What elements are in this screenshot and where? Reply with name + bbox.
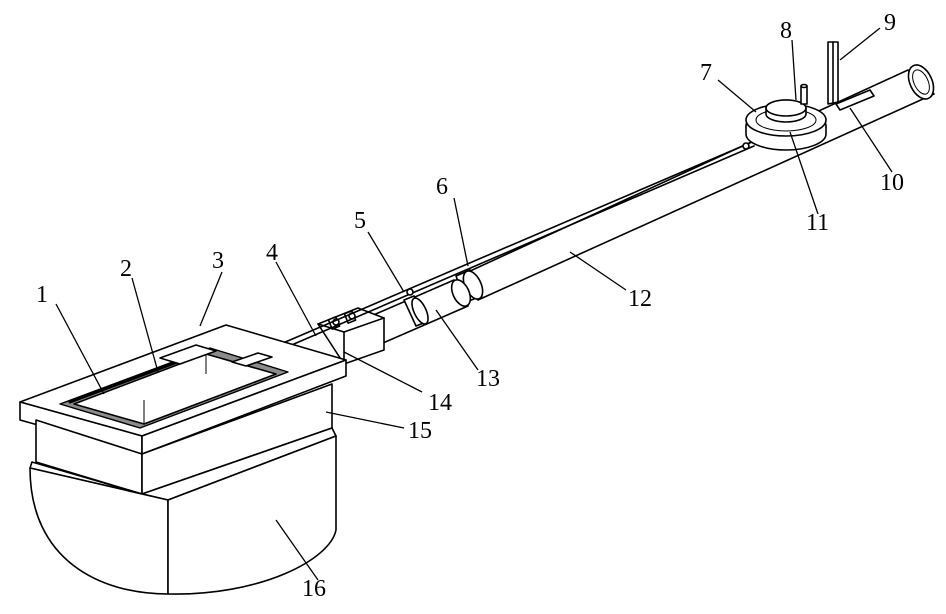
pulley-handle: [800, 83, 808, 105]
label-7: 7: [700, 60, 712, 86]
label-4: 4: [266, 240, 278, 266]
pull-wire: [275, 141, 755, 351]
label-15: 15: [408, 418, 432, 444]
rounded-bottom: [29, 435, 337, 595]
label-1: 1: [36, 282, 48, 308]
tube-slot: [835, 89, 875, 111]
label-16: 16: [302, 576, 326, 602]
sample-frame: [19, 324, 347, 455]
label-12: 12: [628, 286, 652, 312]
label-2: 2: [120, 256, 132, 282]
winding-pulley: [745, 99, 827, 151]
collar-ring: [403, 295, 429, 327]
label-13: 13: [476, 366, 500, 392]
label-6: 6: [436, 174, 448, 200]
reference-numerals: 1 2 3 4 5 6 7 8 9 10 11 12 13 14 15 16: [36, 10, 904, 602]
label-5: 5: [354, 208, 366, 234]
label-10: 10: [880, 170, 904, 196]
leader-lines: [55, 27, 893, 581]
upright-rod: [827, 41, 839, 105]
label-14: 14: [428, 390, 452, 416]
label-8: 8: [780, 18, 792, 44]
label-3: 3: [212, 248, 224, 274]
label-9: 9: [884, 10, 896, 36]
label-11: 11: [806, 210, 829, 236]
